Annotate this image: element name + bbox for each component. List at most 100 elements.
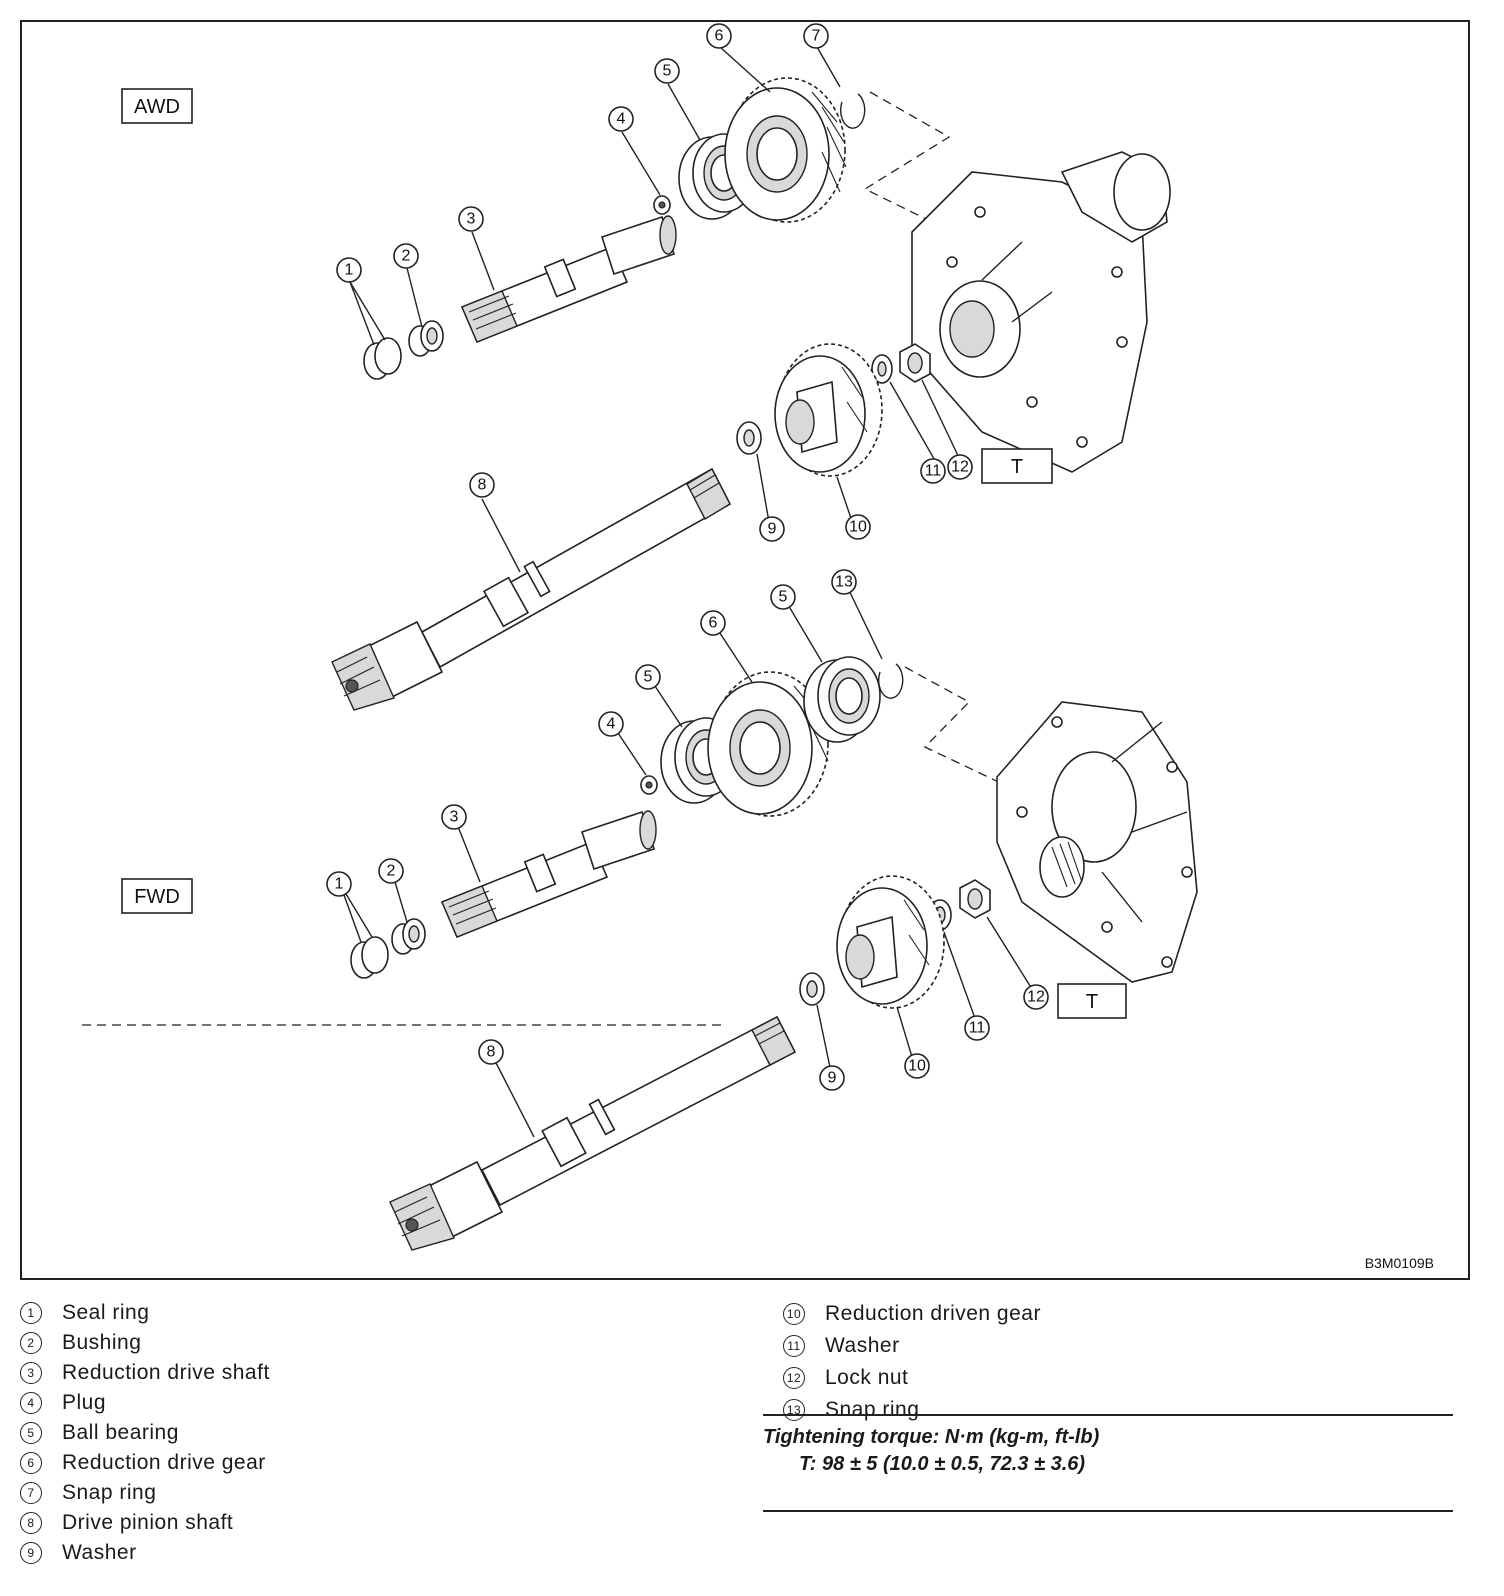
- callout-4-awd: 4: [608, 106, 634, 132]
- fwd-torque-mark: T: [1086, 991, 1098, 1013]
- callout-5-fwd-rear: 5: [770, 584, 796, 610]
- awd-drive-pinion-shaft: [331, 467, 732, 711]
- svg-text:5: 5: [779, 589, 788, 606]
- svg-text:3: 3: [467, 211, 476, 228]
- awd-reduction-drive-shaft: [460, 215, 677, 344]
- legend-number: 7: [20, 1482, 42, 1504]
- legend-number: 6: [20, 1452, 42, 1474]
- svg-text:6: 6: [709, 615, 718, 632]
- fwd-label: FWD: [134, 886, 180, 908]
- legend-item: 11 Washer: [783, 1330, 1041, 1362]
- exploded-diagram: AWD: [82, 23, 1434, 1271]
- awd-assembly: AWD: [121, 46, 1171, 711]
- callout-10-fwd: 10: [904, 1053, 930, 1079]
- legend-label: Washer: [825, 1334, 900, 1357]
- callout-3-fwd: 3: [441, 804, 467, 830]
- legend-label: Washer: [62, 1541, 137, 1564]
- svg-text:11: 11: [925, 463, 942, 480]
- legend-label: Drive pinion shaft: [62, 1511, 234, 1534]
- awd-seal-ring: [363, 337, 402, 380]
- svg-text:12: 12: [951, 459, 969, 476]
- callout-7-awd: 7: [803, 23, 829, 49]
- svg-text:3: 3: [450, 809, 459, 826]
- torque-bottom-rule: [763, 1510, 1453, 1512]
- callout-12-fwd: 12: [1023, 984, 1049, 1010]
- awd-lock-nut: [899, 343, 931, 383]
- legend-number: 8: [20, 1512, 42, 1534]
- fwd-snap-ring: [878, 663, 904, 699]
- svg-text:6: 6: [715, 28, 724, 45]
- callout-5-awd: 5: [654, 58, 680, 84]
- legend-label: Plug: [62, 1391, 107, 1414]
- legend-label: Ball bearing: [62, 1421, 179, 1444]
- svg-text:7: 7: [812, 28, 821, 45]
- awd-washer-9: [736, 421, 762, 455]
- callout-5-fwd-front: 5: [635, 664, 661, 690]
- callout-6-awd: 6: [706, 23, 732, 49]
- legend-label: Lock nut: [825, 1366, 909, 1389]
- legend-item: 3 Reduction drive shaft: [20, 1358, 270, 1388]
- figure-code: B3M0109B: [1365, 1255, 1434, 1271]
- torque-title: Tightening torque: N·m (kg-m, ft-lb): [763, 1426, 1100, 1448]
- callout-1-awd: 1: [336, 257, 362, 283]
- awd-reduction-driven-gear: [774, 343, 883, 477]
- fwd-washer-9: [799, 972, 825, 1006]
- legend-number: 5: [20, 1422, 42, 1444]
- callout-8-awd: 8: [469, 472, 495, 498]
- fwd-bushing: [391, 918, 426, 955]
- callout-2-fwd: 2: [378, 858, 404, 884]
- awd-snap-ring: [840, 93, 866, 129]
- legend-item: 8 Drive pinion shaft: [20, 1508, 270, 1538]
- svg-text:13: 13: [835, 574, 853, 591]
- svg-text:4: 4: [607, 716, 616, 733]
- torque-value: T: 98 ± 5 (10.0 ± 0.5, 72.3 ± 3.6): [799, 1453, 1086, 1475]
- awd-bushing: [408, 320, 444, 357]
- svg-text:1: 1: [345, 262, 354, 279]
- awd-torque-mark: T: [1011, 456, 1023, 478]
- legend-number: 3: [20, 1362, 42, 1384]
- svg-text:9: 9: [768, 521, 777, 538]
- awd-reduction-drive-gear: [724, 77, 847, 223]
- exploded-diagram-frame: AWD: [20, 20, 1470, 1280]
- svg-text:2: 2: [387, 863, 396, 880]
- legend-item: 4 Plug: [20, 1388, 270, 1418]
- callout-4-fwd: 4: [598, 711, 624, 737]
- svg-text:4: 4: [617, 111, 626, 128]
- legend-number: 1: [20, 1302, 42, 1324]
- fwd-transfer-case: [996, 701, 1198, 983]
- svg-text:12: 12: [1027, 989, 1045, 1006]
- svg-text:9: 9: [828, 1070, 837, 1087]
- fwd-reduction-drive-shaft: [440, 810, 657, 939]
- fwd-lock-nut: [959, 879, 991, 919]
- awd-label: AWD: [134, 96, 180, 118]
- callout-11-fwd: 11: [964, 1015, 990, 1041]
- svg-text:10: 10: [908, 1058, 926, 1075]
- legend-number: 2: [20, 1332, 42, 1354]
- fwd-torque-box: [1057, 983, 1127, 1019]
- callout-3-awd: 3: [458, 206, 484, 232]
- fwd-reduction-driven-gear: [836, 875, 945, 1009]
- legend-label: Reduction drive shaft: [62, 1361, 270, 1384]
- legend-number: 4: [20, 1392, 42, 1414]
- svg-text:1: 1: [335, 876, 344, 893]
- svg-text:8: 8: [478, 477, 487, 494]
- awd-label-box: [121, 88, 193, 124]
- callout-2-awd: 2: [393, 243, 419, 269]
- callout-11-awd: 11: [920, 458, 946, 484]
- fwd-seal-ring: [350, 936, 389, 979]
- callout-1-fwd: 1: [326, 871, 352, 897]
- legend-number: 11: [783, 1335, 805, 1357]
- fwd-ball-bearing-rear: [803, 656, 881, 743]
- callout-6-fwd: 6: [700, 610, 726, 636]
- legend-number: 13: [783, 1399, 805, 1421]
